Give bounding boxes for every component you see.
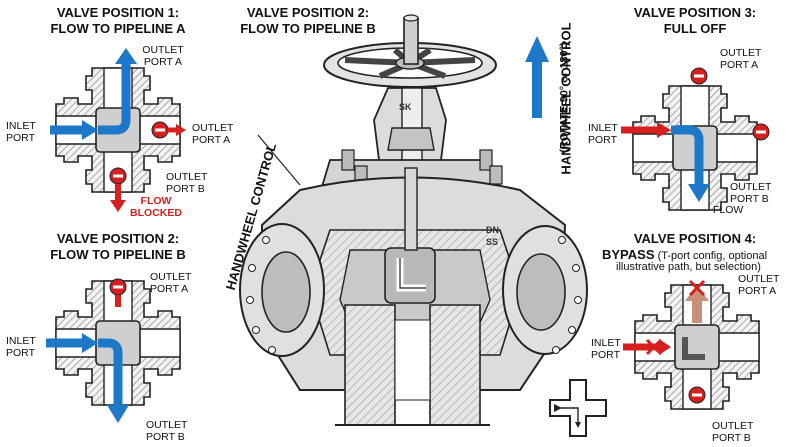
panel1-outlet-right-1: OUTLET bbox=[192, 122, 234, 134]
panel1-blocked-2: BLOCKED bbox=[130, 207, 182, 219]
panel3-title-line2: FULL OFF bbox=[663, 21, 727, 36]
panel3-title-line1: VALVE POSITION 3: bbox=[633, 5, 757, 20]
panel3-flow: FLOW bbox=[713, 204, 744, 216]
panel-position-1 bbox=[50, 48, 186, 212]
panel1-outlet-top-2: PORT A bbox=[143, 56, 183, 68]
panel2-title-line1: VALVE POSITION 2: bbox=[56, 231, 180, 246]
panel4-title-line3: illustrative path, but selection) bbox=[616, 261, 761, 273]
tee-flow-symbol bbox=[549, 379, 607, 437]
right-flange bbox=[502, 225, 588, 355]
center-valve-illustration bbox=[239, 14, 588, 426]
panel1-outlet-top-1: OUTLET bbox=[142, 44, 184, 56]
yoke bbox=[373, 87, 447, 169]
panel4-outlet-bottom-2: PORT B bbox=[712, 432, 751, 444]
handwheel bbox=[323, 14, 497, 88]
panel1-inlet-2: PORT bbox=[6, 132, 35, 144]
marking-ss: SS bbox=[486, 237, 499, 247]
panel1-outlet-bottom-1: OUTLET bbox=[166, 171, 208, 183]
panel4-inlet-2: PORT bbox=[591, 349, 620, 361]
left-flange bbox=[239, 223, 325, 357]
panel3-inlet-2: PORT bbox=[588, 134, 617, 146]
panel4-title-line1: VALVE POSITION 4: bbox=[633, 231, 757, 246]
panel1-inlet-1: INLET bbox=[6, 120, 36, 132]
center-title-line1: VALVE POSITION 2: bbox=[246, 5, 370, 20]
panel1-outlet-bottom-2: PORT B bbox=[166, 183, 205, 195]
panel2-inlet-1: INLET bbox=[6, 335, 36, 347]
bonnet-bolts bbox=[341, 149, 503, 185]
panel2-title-line2: FLOW TO PIPELINE B bbox=[50, 247, 186, 262]
panel4-title-rest: (T-port config, optional bbox=[657, 250, 768, 262]
panel2-outlet-top-1: OUTLET bbox=[150, 271, 192, 283]
center-title-line2: FLOW TO PIPELINE B bbox=[240, 21, 376, 36]
panel4-title-line2: BYPASS (T-port config, optional bbox=[602, 248, 767, 262]
panel4-title-bold: BYPASS bbox=[602, 247, 655, 262]
valve-plug bbox=[384, 247, 436, 304]
panel2-outlet-bottom-2: PORT B bbox=[146, 431, 185, 443]
handwheel-leader-line bbox=[257, 134, 301, 186]
marking-sk: SK bbox=[399, 102, 412, 112]
valve-stem bbox=[404, 167, 418, 251]
panel1-blocked-1: FLOW bbox=[140, 195, 172, 207]
panel4-outlet-bottom-1: OUTLET bbox=[712, 420, 754, 432]
panel3-outlet-top-2: PORT A bbox=[720, 59, 759, 71]
panel2-inlet-2: PORT bbox=[6, 347, 35, 359]
panel4-inlet-1: INLET bbox=[591, 337, 621, 349]
panel3-outlet-bottom-2: PORT B bbox=[730, 193, 769, 205]
panel3-outlet-top-1: OUTLET bbox=[720, 47, 762, 59]
panel3-inlet-1: INLET bbox=[588, 122, 618, 134]
bottom-port-section bbox=[344, 304, 396, 426]
handwheel-control-label-right-2: (ROTATE 90° or 180°) bbox=[558, 42, 571, 153]
panel2-outlet-top-2: PORT A bbox=[150, 283, 189, 295]
panel-position-3 bbox=[621, 67, 770, 211]
panel1-title-line2: FLOW TO PIPELINE A bbox=[50, 21, 186, 36]
marking-dn: DN bbox=[486, 225, 499, 235]
panel2-outlet-bottom-1: OUTLET bbox=[146, 419, 188, 431]
rotate-up-arrow bbox=[525, 36, 549, 118]
panel1-title-line1: VALVE POSITION 1: bbox=[56, 5, 180, 20]
panel-position-2 bbox=[46, 278, 181, 423]
panel3-outlet-bottom-1: OUTLET bbox=[730, 181, 772, 193]
panel-position-4 bbox=[623, 279, 760, 410]
panel4-outlet-top-2: PORT A bbox=[738, 285, 777, 297]
panel1-outlet-right-2: PORT A bbox=[192, 134, 231, 146]
panel4-outlet-top-1: OUTLET bbox=[738, 273, 780, 285]
